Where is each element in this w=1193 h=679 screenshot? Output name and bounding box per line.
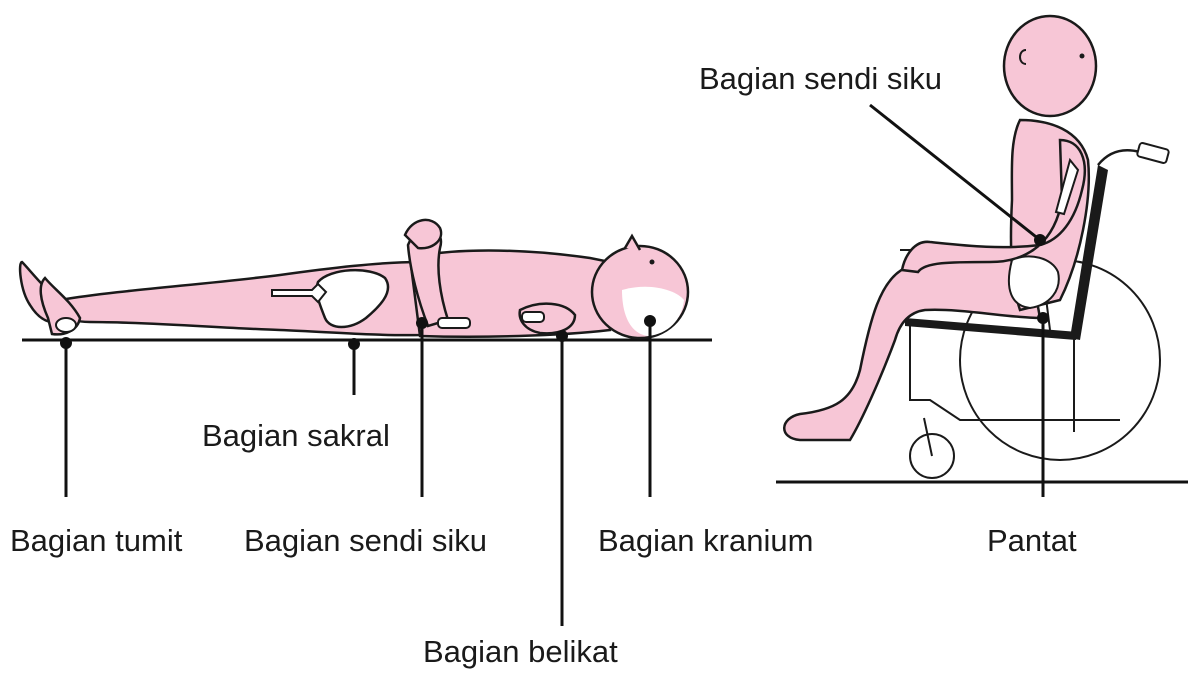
label-buttocks: Pantat xyxy=(987,523,1077,558)
seated-head xyxy=(1004,16,1096,116)
callout-buttocks xyxy=(1037,312,1049,497)
scapula-bone xyxy=(522,312,544,322)
elbow-bone-lying xyxy=(438,318,470,328)
callout-elbow-lying xyxy=(416,317,428,497)
seated-legs xyxy=(784,254,1040,440)
callout-cranium xyxy=(644,315,656,497)
handle-grip xyxy=(1137,142,1170,163)
lying-figure xyxy=(20,220,712,340)
callout-scapula xyxy=(556,330,568,626)
label-scapula: Bagian belikat xyxy=(423,634,618,669)
callout-heel xyxy=(60,337,72,497)
lying-eye xyxy=(650,260,655,265)
label-elbow-lying: Bagian sendi siku xyxy=(244,523,487,558)
label-cranium: Bagian kranium xyxy=(598,523,813,558)
push-handle xyxy=(1098,150,1140,165)
callout-sacral xyxy=(348,338,360,395)
label-elbow-seated: Bagian sendi siku xyxy=(699,61,942,96)
lying-nose xyxy=(625,236,640,250)
label-sacral: Bagian sakral xyxy=(202,418,390,453)
heel-bone xyxy=(56,318,76,332)
label-heel: Bagian tumit xyxy=(10,523,183,558)
wheel-small-fork xyxy=(924,418,932,456)
seat xyxy=(905,318,1078,340)
seated-eye xyxy=(1080,54,1085,59)
